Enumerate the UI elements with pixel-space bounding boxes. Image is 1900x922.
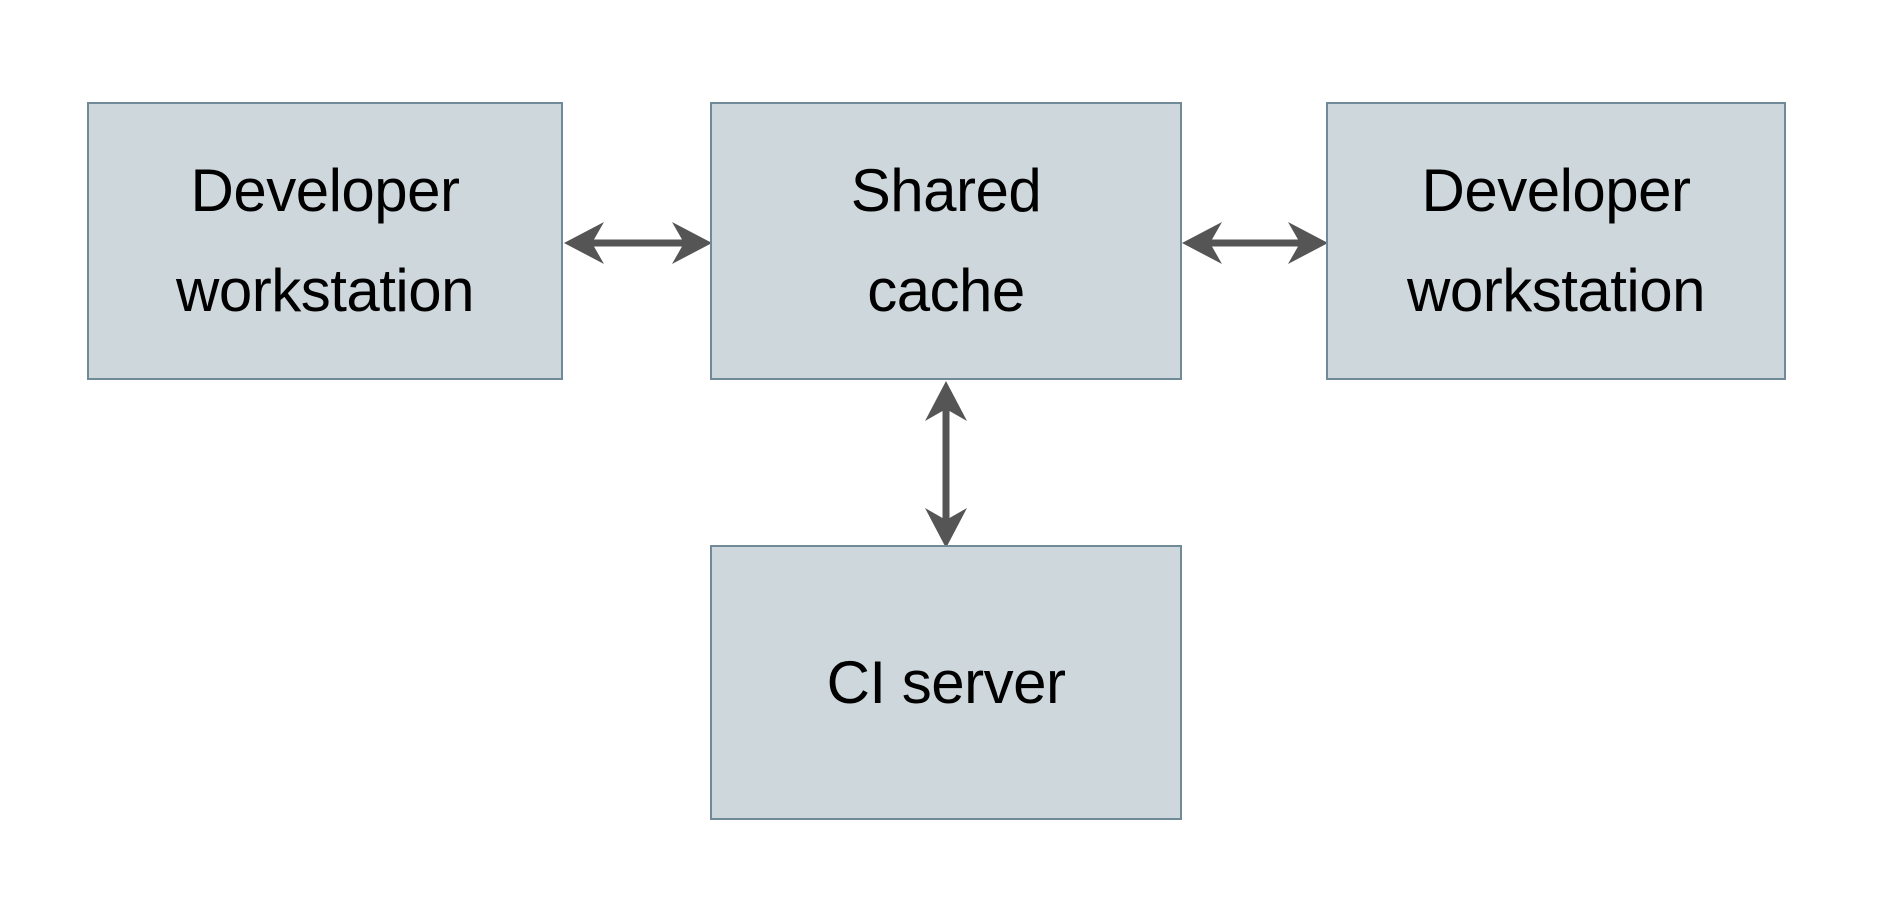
node-label: CI server bbox=[826, 648, 1066, 716]
node-developer-workstation-right[interactable]: Developer workstation bbox=[1326, 102, 1786, 380]
edge-cache-to-ci bbox=[925, 381, 967, 548]
edge-shaft-horizontal-left bbox=[588, 239, 688, 247]
arrowhead-left-west-icon bbox=[564, 222, 604, 264]
node-label: Developer workstation bbox=[1407, 157, 1705, 324]
edge-cache-to-dev-right bbox=[1182, 222, 1328, 264]
edge-dev-left-to-cache bbox=[564, 222, 712, 264]
edge-shaft-horizontal-right bbox=[1206, 239, 1304, 247]
arrowhead-right-west-icon bbox=[1182, 222, 1222, 264]
arrowhead-left-east-icon bbox=[672, 222, 712, 264]
arrowhead-vertical-north-icon bbox=[925, 381, 967, 421]
edge-shaft-vertical bbox=[942, 404, 950, 526]
arrowhead-vertical-south-icon bbox=[925, 508, 967, 548]
arrowhead-right-east-icon bbox=[1288, 222, 1328, 264]
node-shared-cache[interactable]: Shared cache bbox=[710, 102, 1182, 380]
node-label: Shared cache bbox=[850, 157, 1042, 324]
node-developer-workstation-left[interactable]: Developer workstation bbox=[87, 102, 563, 380]
node-label: Developer workstation bbox=[176, 157, 474, 324]
node-ci-server[interactable]: CI server bbox=[710, 545, 1182, 820]
